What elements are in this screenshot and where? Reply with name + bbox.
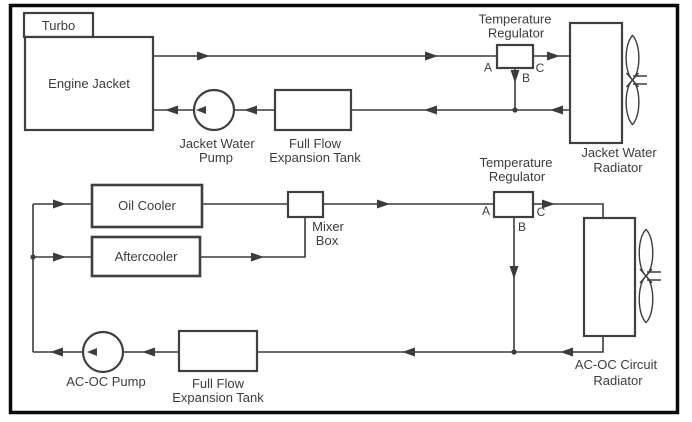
expansion-tank-label-line1: Full Flow — [192, 376, 245, 391]
flow-arrow — [244, 105, 257, 115]
top-circuit-pipes — [153, 51, 570, 115]
pump-flow-arrow — [87, 348, 97, 356]
pump-label-line2: Pump — [199, 150, 233, 165]
pump-label-line1: Jacket Water — [179, 136, 255, 151]
regulator-port-c: C — [537, 205, 546, 219]
fan-icon — [625, 34, 647, 126]
aftercooler-box: Aftercooler — [90, 235, 202, 278]
mixer-rect — [286, 190, 325, 219]
jacket-water-pump: Jacket Water Pump — [179, 88, 255, 165]
diagram-border — [8, 3, 680, 415]
radiator-rect — [568, 21, 624, 145]
flow-arrow — [547, 51, 560, 61]
flow-arrow — [165, 105, 178, 115]
flow-arrow — [142, 347, 155, 357]
pipe-segment — [200, 217, 306, 258]
aftercooler-label: Aftercooler — [115, 249, 179, 264]
regulator-port-c: C — [536, 61, 545, 75]
oil-cooler-label: Oil Cooler — [118, 198, 176, 213]
regulator-rect — [492, 190, 535, 219]
expansion-tank-top: Full Flow Expansion Tank — [269, 88, 361, 165]
pump-circle — [192, 88, 236, 132]
pump-label: AC-OC Pump — [66, 374, 145, 389]
fan-blade — [638, 228, 654, 277]
regulator-port-b: B — [518, 220, 526, 234]
fan-shaft — [633, 75, 647, 85]
flow-arrow — [550, 105, 563, 115]
expansion-tank-rect — [273, 88, 353, 132]
flow-arrow — [542, 199, 555, 209]
fan-blade — [638, 275, 654, 324]
regulator-label-line2: Regulator — [489, 169, 546, 184]
fan-shaft — [647, 271, 661, 281]
oil-cooler-rect — [90, 183, 204, 229]
flow-arrow — [402, 347, 415, 357]
expansion-tank-label-line2: Expansion Tank — [269, 150, 361, 165]
regulator-port-a: A — [484, 61, 492, 75]
flow-arrow — [510, 70, 520, 83]
fan-blade — [625, 34, 640, 81]
regulator-label-line1: Temperature — [479, 12, 552, 27]
pipe-junction-dot — [512, 107, 518, 113]
flow-arrow — [53, 199, 66, 209]
ac-oc-pump: AC-OC Pump — [66, 330, 146, 389]
bottom-circuit-pipes — [30, 199, 604, 357]
turbo-label: Turbo — [42, 18, 75, 33]
regulator-port-a: A — [482, 204, 490, 218]
aftercooler-rect — [90, 235, 202, 278]
turbo-box: Turbo — [22, 11, 95, 39]
flow-arrow — [377, 199, 390, 209]
expansion-tank-label-line1: Full Flow — [289, 136, 342, 151]
fan-blade — [625, 79, 640, 126]
regulator-port-b: B — [522, 71, 530, 85]
radiator-rect — [582, 216, 637, 338]
regulator-label-line1: Temperature — [480, 155, 553, 170]
pump-circle — [81, 330, 125, 374]
pipe-junction-dot — [511, 349, 517, 355]
fan-hub — [639, 268, 653, 284]
expansion-tank-rect — [177, 329, 259, 373]
expansion-tank-bottom: Full Flow Expansion Tank — [172, 329, 264, 405]
radiator-label-line2: Radiator — [593, 373, 643, 388]
top-circuit: Turbo Engine Jacket Jacket Water Pump Fu… — [22, 11, 657, 175]
radiator-label-line2: Radiator — [593, 160, 643, 175]
flow-arrow — [509, 266, 519, 279]
flow-arrow — [53, 252, 66, 262]
flow-arrow — [251, 252, 264, 262]
pump-flow-arrow — [196, 106, 206, 114]
temperature-regulator-top: Temperature Regulator A C B — [479, 12, 552, 86]
pipe-segment — [533, 203, 604, 218]
radiator-label-line1: Jacket Water — [581, 145, 657, 160]
oil-cooler-box: Oil Cooler — [90, 183, 204, 229]
engine-jacket-box: Engine Jacket — [23, 35, 155, 132]
mixer-label-line2: Box — [316, 233, 339, 248]
pipe-segment — [257, 336, 604, 353]
ac-oc-radiator: AC-OC Circuit Radiator — [575, 216, 661, 388]
engine-jacket-label: Engine Jacket — [48, 76, 130, 91]
engine-jacket-rect — [23, 35, 155, 132]
jacket-water-radiator: Jacket Water Radiator — [568, 21, 657, 175]
bottom-circuit: Oil Cooler Aftercooler Mixer Box Tempera… — [30, 155, 661, 405]
fan-hub — [625, 72, 640, 88]
flow-arrow — [197, 51, 210, 61]
flow-arrow — [424, 105, 437, 115]
radiator-label-line1: AC-OC Circuit — [575, 357, 658, 372]
regulator-rect — [495, 43, 535, 70]
temperature-regulator-bottom: Temperature Regulator A C B — [480, 155, 553, 234]
expansion-tank-label-line2: Expansion Tank — [172, 390, 264, 405]
flow-arrow — [50, 347, 63, 357]
flow-arrow — [560, 347, 573, 357]
mixer-box: Mixer Box — [286, 190, 345, 248]
fan-icon — [638, 228, 661, 324]
pipe-junction-dot — [30, 254, 36, 260]
mixer-label-line1: Mixer — [312, 219, 344, 234]
regulator-label-line2: Regulator — [488, 26, 545, 41]
flow-arrow — [425, 51, 438, 61]
